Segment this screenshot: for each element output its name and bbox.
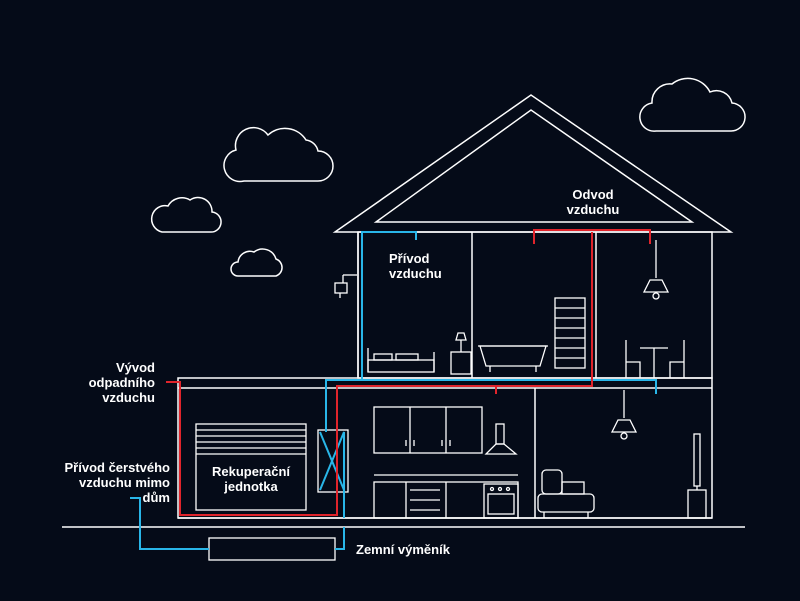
radiator-icon (554, 297, 586, 369)
heat-exchanger-icon (317, 429, 349, 493)
bed-icon (367, 348, 435, 373)
label-zemni-vymenik: Zemní výměník (356, 542, 450, 557)
ceiling-lamp-icon (642, 240, 670, 300)
cloud-icon (639, 77, 746, 132)
cloud-icon (150, 196, 222, 233)
kitchen-cabinets-icon (373, 406, 519, 519)
label-rekuperacni-jednotka: Rekuperační jednotka (211, 464, 291, 494)
label-privod-cerstveho-vzduchu: Přívod čerstvého vzduchu mimo dům (64, 460, 171, 505)
cloud-icon (230, 248, 283, 277)
wall-lamp-icon (334, 274, 357, 298)
recuperation-unit (195, 423, 307, 511)
label-privod-vzduchu: Přívod vzduchu (389, 251, 442, 281)
floor-lamp-icon (687, 433, 707, 519)
house-outline (62, 94, 745, 528)
table-lamp-icon (450, 332, 472, 375)
label-odvod-vzduchu: Odvod vzduchu (566, 187, 620, 217)
table-chairs-icon (625, 340, 685, 378)
ceiling-lamp-icon (610, 390, 638, 440)
armchair-icon (537, 469, 595, 518)
range-hood-icon (484, 423, 518, 455)
oven-icon (483, 483, 519, 519)
bathtub-icon (478, 345, 548, 372)
ground-exchanger-box (208, 537, 336, 561)
label-vyvod-odpadniho-vzduchu: Vývod odpadního vzduchu (88, 360, 155, 405)
exhaust-air-duct (166, 229, 651, 516)
cloud-icon (223, 126, 334, 183)
clouds (150, 77, 746, 277)
furniture (195, 240, 707, 561)
fresh-air-duct (130, 231, 657, 550)
